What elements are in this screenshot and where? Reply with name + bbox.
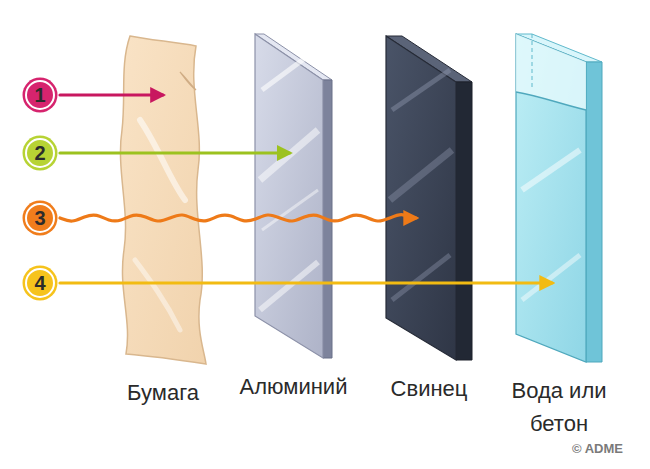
aluminium-sheen xyxy=(260,262,318,310)
paper-fold xyxy=(180,72,196,90)
water-face xyxy=(516,34,586,362)
aluminium-plate xyxy=(255,34,332,358)
lead-sheen xyxy=(392,255,450,300)
aluminium-face xyxy=(255,34,323,358)
paper-sheen xyxy=(140,120,185,200)
callout-circle: 3 xyxy=(22,200,58,236)
water-sheen xyxy=(522,150,580,190)
callout-number: 4 xyxy=(22,265,58,301)
paper-outline xyxy=(120,36,206,364)
water-block xyxy=(516,34,602,362)
material-name: Свинец xyxy=(391,372,468,405)
material-plate: Вода или бетон xyxy=(516,34,602,362)
circle-fill xyxy=(23,78,58,113)
callout-circle: 1 xyxy=(22,77,58,113)
callout-number: 3 xyxy=(22,200,58,236)
lead-sheen xyxy=(390,150,452,200)
callout-number: 1 xyxy=(22,77,58,113)
water-edge xyxy=(532,34,533,90)
material-name: Бумага xyxy=(127,376,199,409)
lead-side xyxy=(456,82,472,360)
lead-plate xyxy=(386,36,472,360)
callout-circle: 4 xyxy=(22,265,58,301)
aluminium-sheen xyxy=(260,130,318,180)
material-name: Алюминий xyxy=(240,370,348,403)
circle-fill xyxy=(23,201,58,236)
aluminium-sheen xyxy=(262,190,318,230)
paper-sheet xyxy=(120,36,206,364)
callout-number: 2 xyxy=(22,135,58,171)
radiation-arrow xyxy=(60,281,552,284)
water-side xyxy=(586,62,602,362)
radiation-arrow xyxy=(60,215,416,221)
lead-sheen xyxy=(392,70,450,110)
callout-circle: 2 xyxy=(22,135,58,171)
paper-sheen xyxy=(135,260,180,330)
water-air-gap xyxy=(516,34,586,110)
radiation-arrow xyxy=(60,151,290,154)
water-level xyxy=(516,92,586,110)
radiation-arrow xyxy=(60,93,163,96)
material-name: Вода или бетон xyxy=(494,374,624,440)
lead-face xyxy=(386,36,456,360)
material-plate: Бумага xyxy=(120,36,206,364)
watermark: © ADME xyxy=(572,441,623,456)
material-plate: Алюминий xyxy=(255,34,332,358)
material-plate: Свинец xyxy=(386,36,472,360)
water-sheen xyxy=(522,255,580,300)
aluminium-sheen xyxy=(262,50,316,90)
circle-fill xyxy=(23,266,58,301)
circle-fill xyxy=(23,136,58,171)
